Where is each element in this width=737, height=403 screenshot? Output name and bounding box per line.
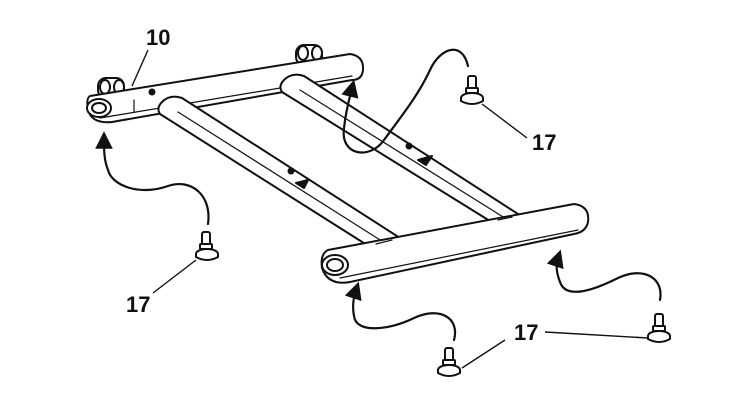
label-foot-left-17: 17 (126, 292, 150, 317)
insert-arrow-front (344, 281, 457, 342)
insert-arrow-back-right (341, 48, 470, 154)
leader-line-back-right (481, 103, 528, 139)
base-frame (86, 44, 590, 284)
label-foot-front-17: 17 (514, 320, 538, 345)
label-foot-back-right-17: 17 (532, 130, 556, 155)
leveling-foot-front (437, 347, 461, 377)
leveling-foot-left (195, 231, 219, 261)
leader-line-left (152, 259, 197, 294)
insert-arrow-left (95, 131, 210, 226)
leader-line-front (461, 339, 506, 369)
caster-wheel-back (295, 44, 323, 66)
insert-arrow-front-right (546, 249, 662, 302)
leader-line-frame (131, 49, 149, 87)
front-crossbar (320, 203, 590, 284)
leveling-foot-back-right (460, 75, 484, 105)
label-frame-10: 10 (146, 25, 170, 50)
leader-line-front-right (544, 331, 649, 339)
leveling-foot-front-right (647, 313, 671, 343)
